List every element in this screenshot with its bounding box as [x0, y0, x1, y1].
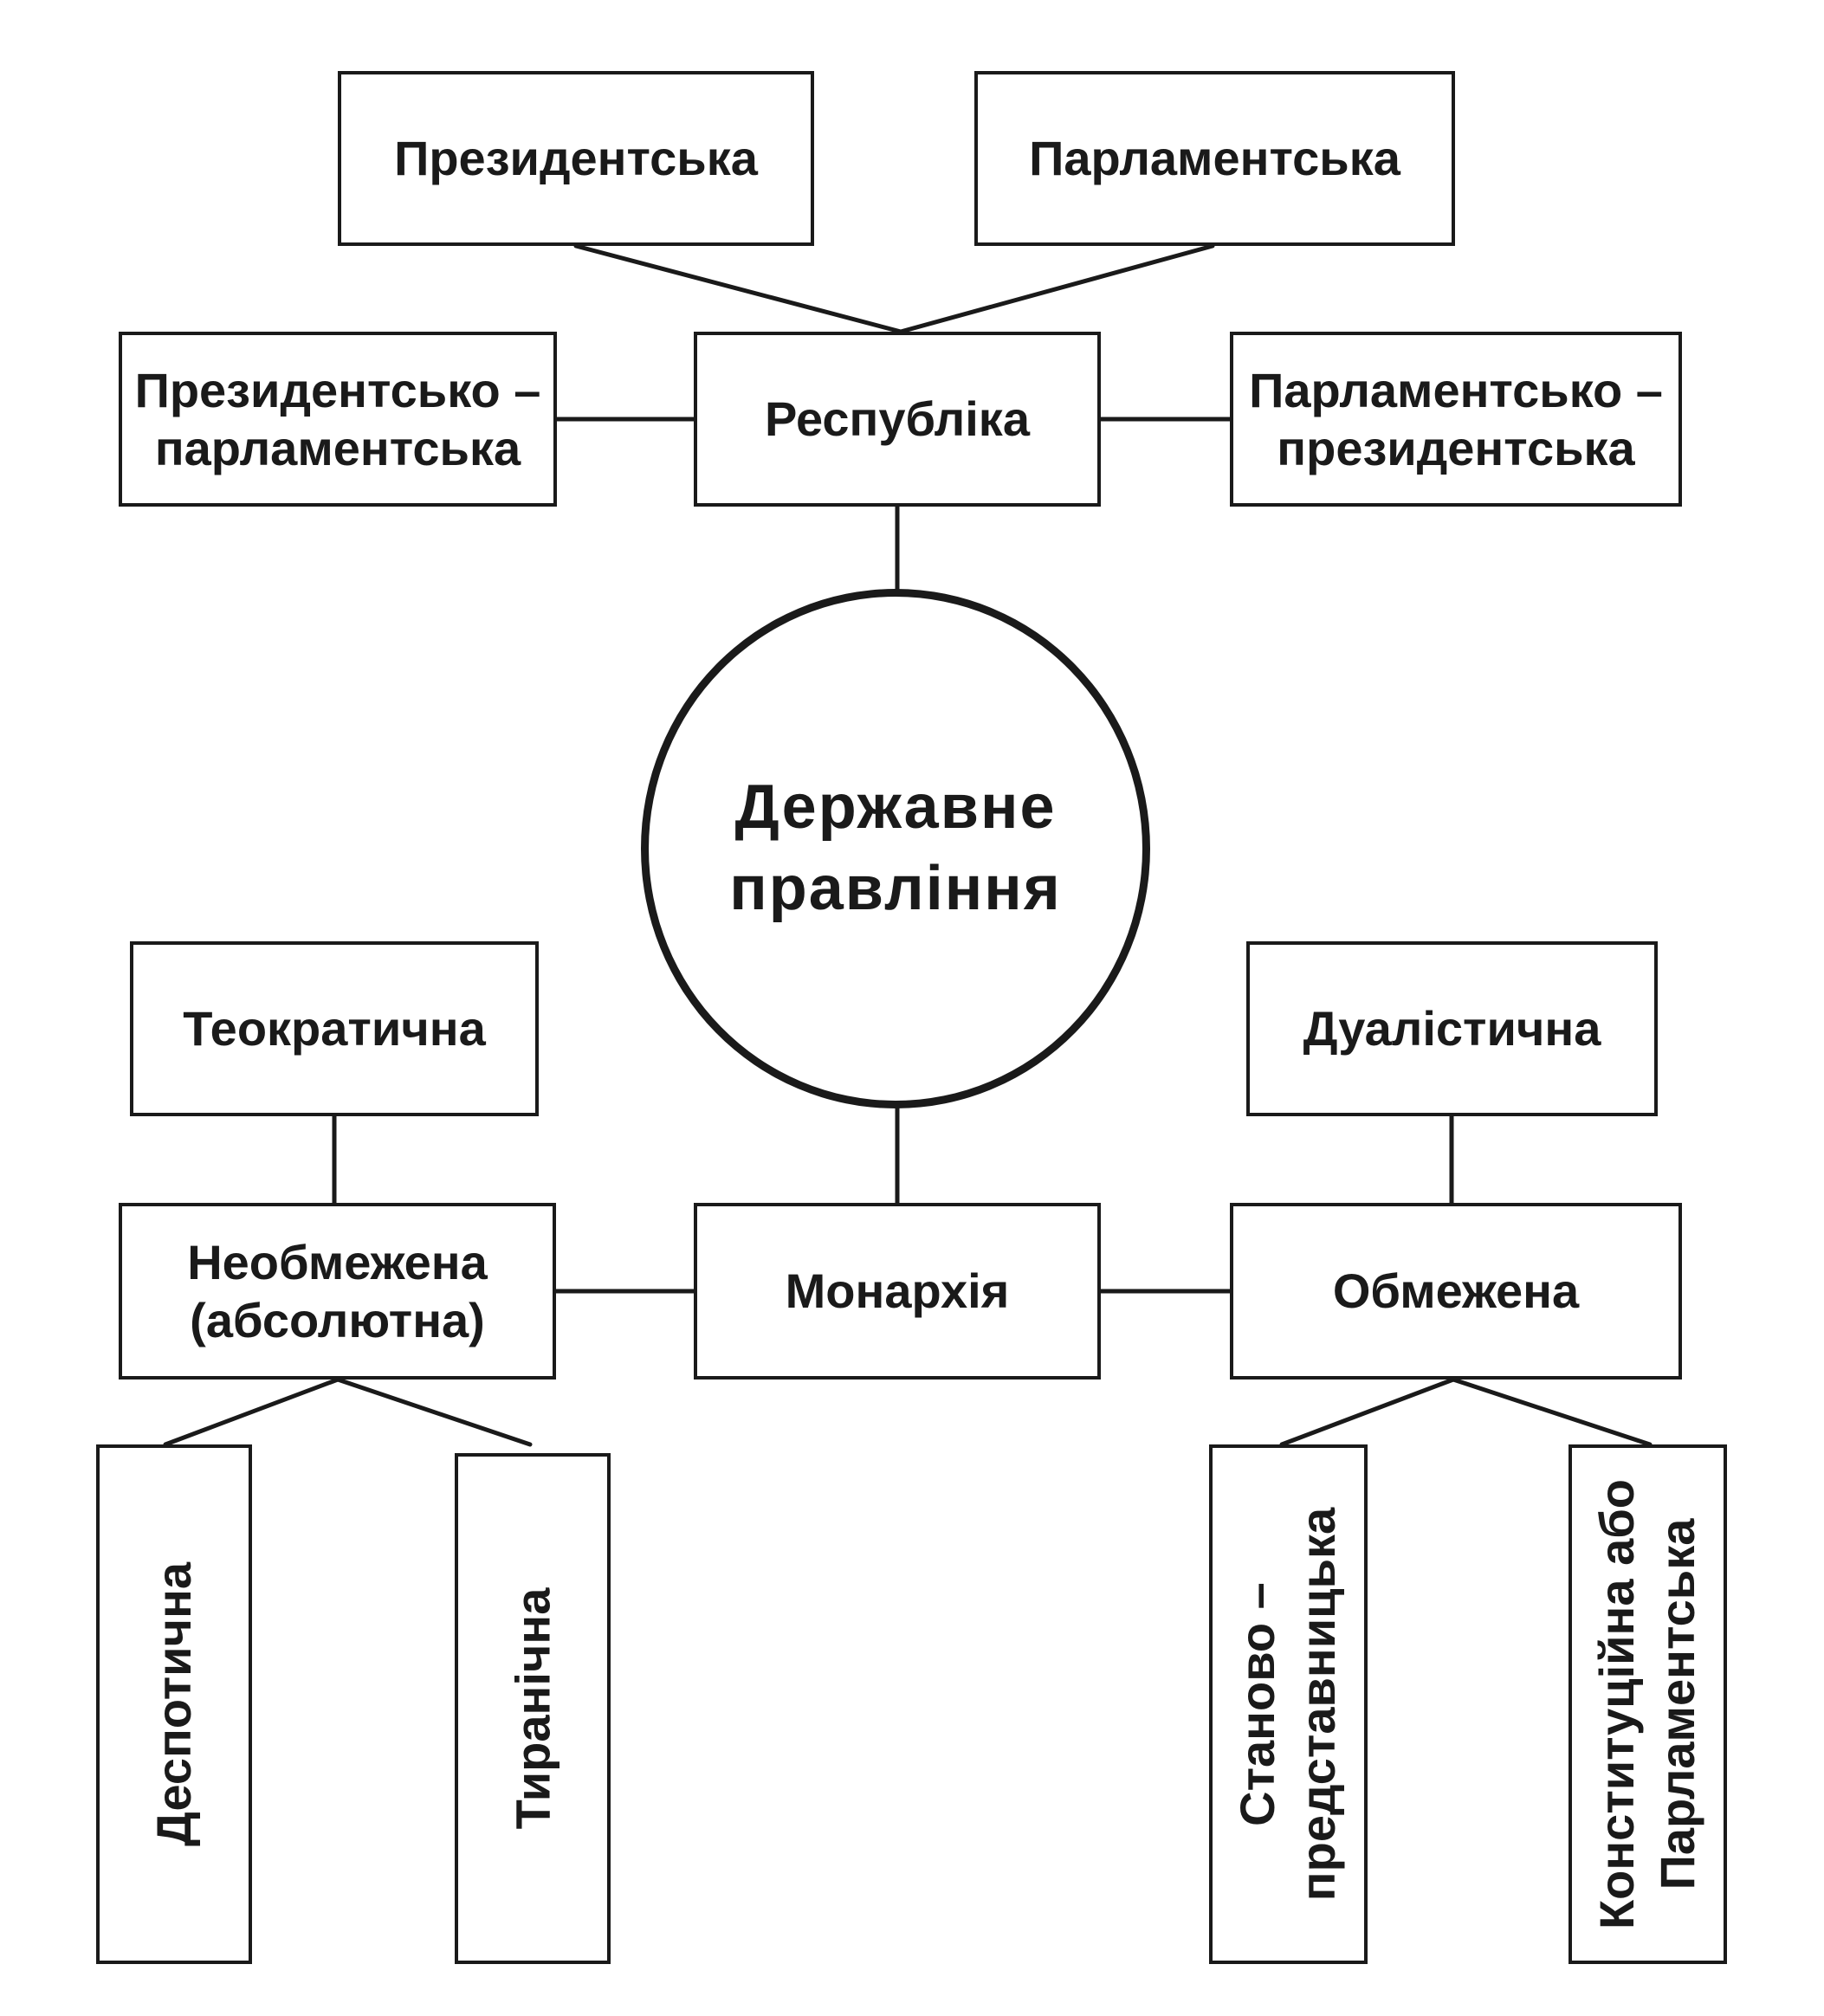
republic-box: Республіка: [694, 332, 1101, 507]
constitutional-monarchy-box: Конституційна або Парламентська: [1569, 1444, 1727, 1964]
limited-monarchy-box: Обмежена: [1230, 1203, 1682, 1380]
dualistic-monarchy-label: Дуалістична: [1303, 1001, 1601, 1056]
theocratic-monarchy-label: Теократична: [183, 1001, 486, 1056]
tyrannical-monarchy-label: Тиранічна: [505, 1587, 559, 1830]
parliamentary-presidential-republic-box: Парламентсько – президентська: [1230, 332, 1682, 507]
connector-presidential-republic: [573, 243, 903, 334]
presidential-republic-label: Президентська: [394, 131, 758, 186]
parliamentary-presidential-republic-label: Парламентсько – президентська: [1249, 362, 1663, 475]
connector-unlimited-tyrannical: [335, 1377, 533, 1447]
connector-unlimited-despotic: [163, 1377, 340, 1447]
presidential-parliamentary-republic-box: Президентсько – парламентська: [119, 332, 557, 507]
parliamentary-republic-label: Парламентська: [1029, 131, 1400, 186]
monarchy-box: Монархія: [694, 1203, 1101, 1380]
theocratic-monarchy-box: Теократична: [130, 941, 539, 1116]
tyrannical-monarchy-box: Тиранічна: [455, 1453, 611, 1964]
dualistic-monarchy-box: Дуалістична: [1246, 941, 1658, 1116]
estate-representative-monarchy-label: Станово – представницька: [1230, 1507, 1346, 1902]
unlimited-monarchy-label: Необмежена (абсолютна): [187, 1234, 488, 1347]
state-governance-label: Державне правління: [729, 772, 1062, 923]
presidential-republic-box: Президентська: [338, 71, 814, 246]
connector-limited-estate: [1279, 1377, 1456, 1447]
state-governance-circle: Державне правління: [641, 589, 1150, 1108]
despotic-monarchy-label: Деспотична: [146, 1561, 202, 1847]
monarchy-label: Монархія: [785, 1263, 1010, 1319]
connector-limited-constitutional: [1451, 1377, 1653, 1447]
constitutional-monarchy-label: Конституційна або Парламентська: [1589, 1478, 1705, 1930]
parliamentary-republic-box: Парламентська: [974, 71, 1455, 246]
despotic-monarchy-box: Деспотична: [96, 1444, 252, 1964]
unlimited-monarchy-box: Необмежена (абсолютна): [119, 1203, 556, 1380]
republic-label: Республіка: [765, 391, 1030, 447]
limited-monarchy-label: Обмежена: [1332, 1263, 1580, 1319]
connector-parliamentary-republic: [898, 243, 1215, 334]
presidential-parliamentary-republic-label: Президентсько – парламентська: [134, 362, 541, 475]
estate-representative-monarchy-box: Станово – представницька: [1209, 1444, 1368, 1964]
